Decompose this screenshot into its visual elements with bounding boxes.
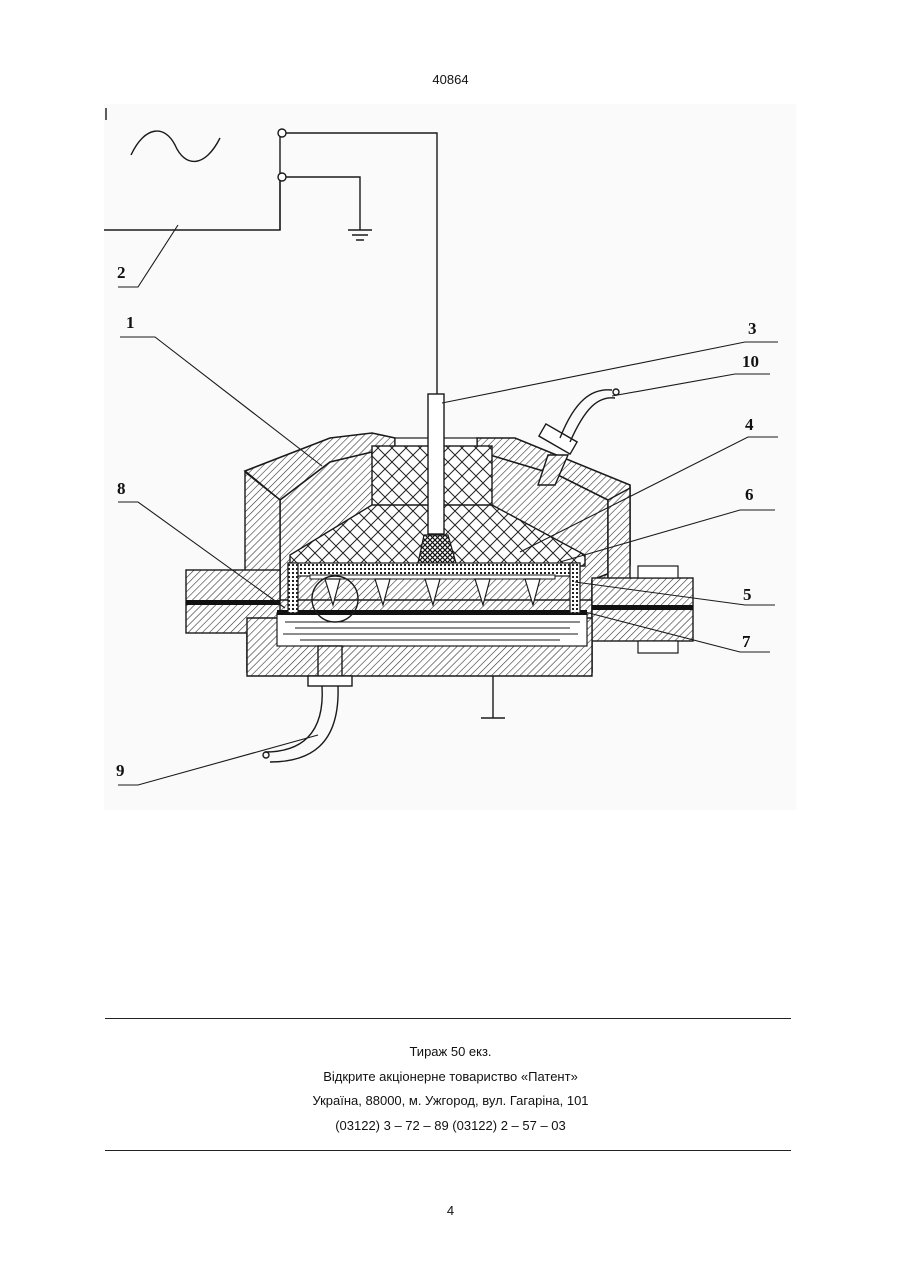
page-number: 4 — [0, 1203, 901, 1218]
label-8: 8 — [117, 479, 126, 498]
imprint-address: Україна, 88000, м. Ужгород, вул. Гагарін… — [0, 1089, 901, 1114]
imprint-circulation: Тираж 50 екз. — [0, 1040, 901, 1065]
label-5: 5 — [743, 585, 752, 604]
label-4: 4 — [745, 415, 754, 434]
patent-figure: 1 2 3 4 5 6 7 8 9 10 — [104, 104, 796, 810]
top-divider — [105, 1018, 791, 1019]
label-3: 3 — [748, 319, 757, 338]
patent-number: 40864 — [0, 72, 901, 87]
label-9: 9 — [116, 761, 125, 780]
label-1: 1 — [126, 313, 135, 332]
imprint-phones: (03122) 3 – 72 – 89 (03122) 2 – 57 – 03 — [0, 1114, 901, 1139]
imprint-publisher: Відкрите акціонерне товариство «Патент» — [0, 1065, 901, 1090]
label-7: 7 — [742, 632, 751, 651]
bottom-divider — [105, 1150, 791, 1151]
label-10: 10 — [742, 352, 759, 371]
label-6: 6 — [745, 485, 754, 504]
imprint-block: Тираж 50 екз. Відкрите акціонерне товари… — [0, 1040, 901, 1138]
label-2: 2 — [117, 263, 126, 282]
